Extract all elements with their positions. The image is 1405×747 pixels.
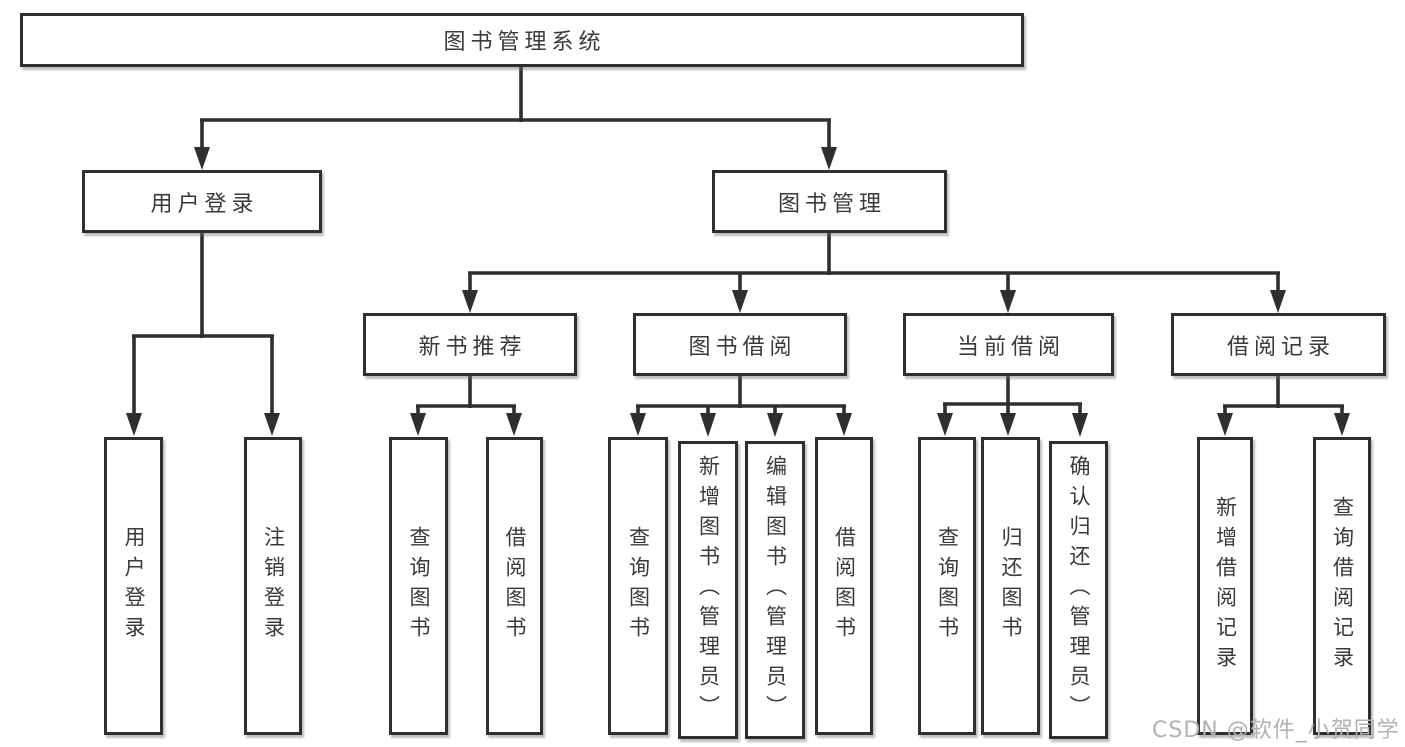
leaf-query-books-current: 查询图书 — [918, 437, 976, 735]
leaf-add-borrow-record-label: 新增借阅记录 — [1213, 496, 1238, 676]
connector-newrec-to-leaves — [410, 376, 522, 436]
leaf-confirm-return-admin: 确认归还（管理员） — [1049, 441, 1108, 739]
leaf-borrow-books-borrow: 借阅图书 — [815, 437, 873, 735]
node-root-label: 图书管理系统 — [443, 30, 606, 55]
node-book-borrow-label: 图书借阅 — [688, 334, 797, 360]
leaf-query-books-newrec-label: 查询图书 — [407, 526, 431, 646]
leaf-borrow-books-newrec-label: 借阅图书 — [503, 526, 527, 646]
leaf-borrow-books-newrec: 借阅图书 — [486, 437, 543, 735]
connector-root-to-level2 — [194, 67, 837, 170]
connector-records-to-leaves — [1217, 376, 1350, 436]
leaf-add-borrow-record: 新增借阅记录 — [1197, 437, 1253, 735]
node-current-borrow-label: 当前借阅 — [956, 334, 1065, 360]
node-new-book-recommend: 新书推荐 — [363, 313, 577, 376]
leaf-query-books-current-label: 查询图书 — [935, 526, 960, 646]
node-new-book-recommend-label: 新书推荐 — [418, 334, 527, 360]
leaf-query-books-newrec: 查询图书 — [389, 437, 448, 735]
node-book-borrow: 图书借阅 — [633, 313, 847, 376]
leaf-query-books-borrow-label: 查询图书 — [626, 526, 651, 646]
node-book-management-label: 图书管理 — [777, 191, 886, 217]
leaf-return-book: 归还图书 — [981, 437, 1040, 735]
connector-bookmgmt-to-level3 — [462, 233, 1286, 313]
node-user-login-label: 用户登录 — [150, 191, 259, 217]
leaf-confirm-return-admin-label: 确认归还（管理员） — [1067, 455, 1091, 725]
leaf-user-login: 用户登录 — [104, 437, 163, 735]
leaf-return-book-label: 归还图书 — [999, 526, 1023, 646]
leaf-query-borrow-record: 查询借阅记录 — [1313, 437, 1371, 735]
leaf-logout-label: 注销登录 — [261, 526, 286, 646]
node-borrow-records: 借阅记录 — [1171, 313, 1386, 376]
leaf-edit-book-admin-label: 编辑图书（管理员） — [763, 455, 788, 725]
node-borrow-records-label: 借阅记录 — [1226, 334, 1335, 360]
leaf-add-book-admin: 新增图书（管理员） — [678, 441, 738, 739]
node-root-system: 图书管理系统 — [20, 13, 1024, 67]
leaf-query-books-borrow: 查询图书 — [608, 437, 668, 735]
csdn-watermark: CSDN @软件_小贺同学 — [1152, 718, 1400, 743]
leaf-add-book-admin-label: 新增图书（管理员） — [696, 455, 721, 725]
leaf-edit-book-admin: 编辑图书（管理员） — [745, 441, 805, 739]
leaf-query-borrow-record-label: 查询借阅记录 — [1330, 496, 1355, 676]
leaf-borrow-books-borrow-label: 借阅图书 — [832, 526, 857, 646]
connector-curborrow-to-leaves — [937, 376, 1088, 437]
leaf-logout: 注销登录 — [244, 437, 302, 735]
connector-bookborrow-to-leaves — [630, 376, 852, 437]
node-user-login: 用户登录 — [82, 170, 322, 233]
connector-userlogin-to-leaves — [126, 233, 280, 436]
node-book-management: 图书管理 — [712, 170, 947, 233]
node-current-borrow: 当前借阅 — [903, 313, 1114, 376]
leaf-user-login-label: 用户登录 — [122, 526, 146, 646]
